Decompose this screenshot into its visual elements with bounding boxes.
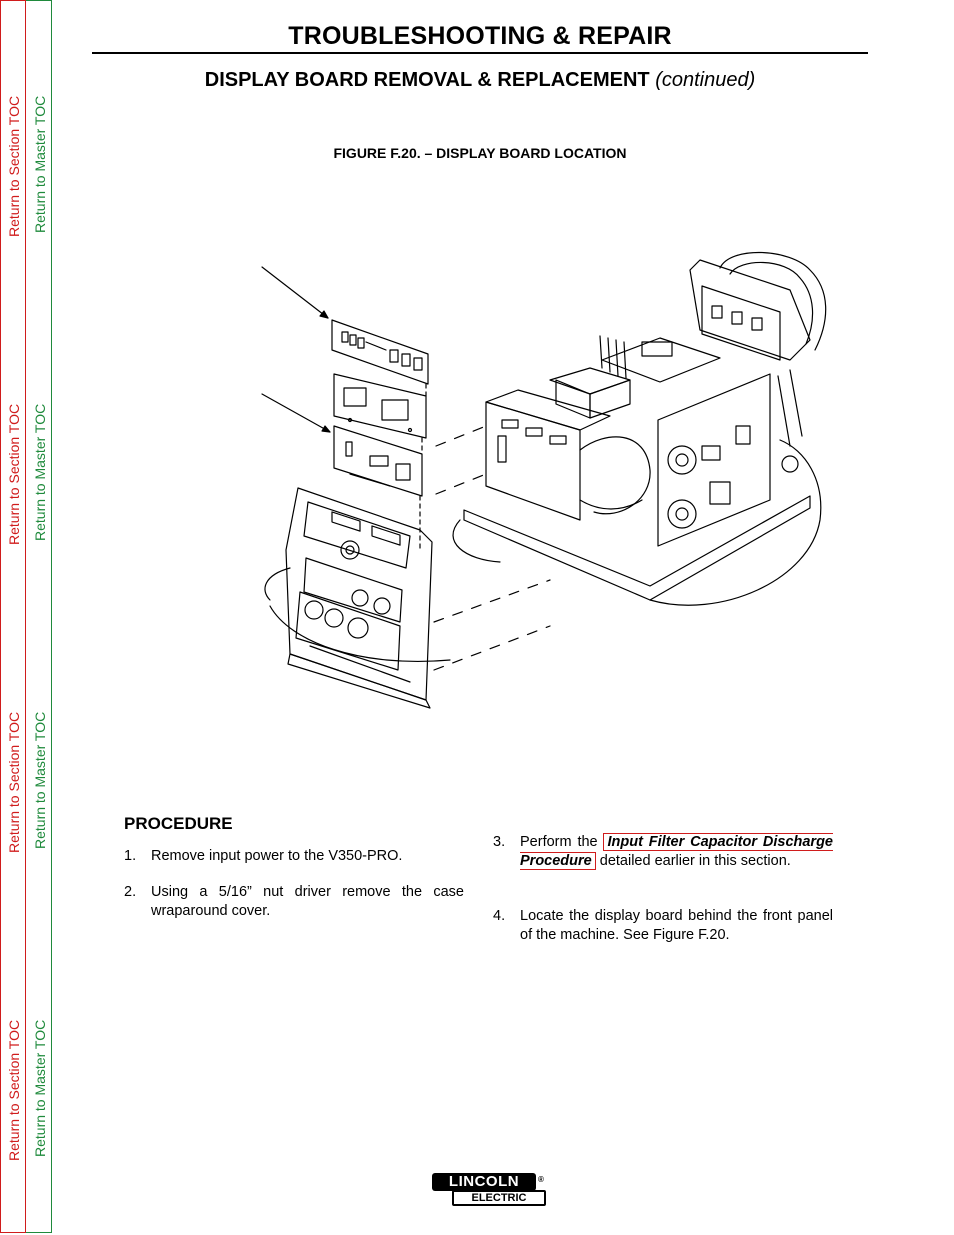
procedure-step-4: 4. Locate the display board behind the f…	[493, 907, 833, 947]
figure-caption: FIGURE F.20. – DISPLAY BOARD LOCATION	[333, 145, 627, 161]
step-number: 3.	[493, 834, 506, 850]
step-text-pre: Perform the	[520, 834, 604, 850]
section-title-text: DISPLAY BOARD REMOVAL & REPLACEMENT	[204, 69, 650, 91]
control-board-upper	[333, 373, 427, 439]
procedure-step-3: 3. Perform the Input Filter Capacitor Di…	[493, 833, 833, 891]
step-number: 1.	[124, 848, 137, 864]
return-to-master-toc-link[interactable]: Return to Master TOC	[32, 95, 48, 233]
display-board-location-figure	[261, 251, 827, 709]
step-text-post: detailed earlier in this section.	[595, 853, 791, 869]
return-to-master-toc-link[interactable]: Return to Master TOC	[32, 1019, 48, 1157]
logo-lincoln-text: LINCOLN	[432, 1173, 536, 1191]
page-header-title: TROUBLESHOOTING & REPAIR	[288, 22, 672, 50]
logo-electric-text: ELECTRIC	[452, 1190, 546, 1206]
input-filter-capacitor-discharge-link[interactable]: Input Filter Capacitor Discharge Procedu…	[520, 833, 833, 870]
section-title-suffix: (continued)	[655, 69, 756, 91]
lincoln-electric-logo: LINCOLN ELECTRIC ®	[432, 1173, 548, 1209]
procedure-heading: PROCEDURE	[124, 814, 233, 833]
return-to-section-toc-link[interactable]: Return to Section TOC	[6, 711, 22, 853]
return-to-master-toc-link[interactable]: Return to Master TOC	[32, 403, 48, 541]
callout-arrows	[261, 266, 331, 433]
step-text: Perform the Input Filter Capacitor Disch…	[520, 833, 833, 871]
step-number: 2.	[124, 884, 137, 900]
registered-mark: ®	[538, 1175, 544, 1184]
step-text: Locate the display board behind the fron…	[520, 908, 833, 943]
header-divider	[92, 52, 868, 54]
return-to-section-toc-link[interactable]: Return to Section TOC	[6, 403, 22, 545]
return-to-master-toc-link[interactable]: Return to Master TOC	[32, 711, 48, 849]
master-toc-strip	[26, 0, 52, 1233]
machine-body	[452, 251, 827, 606]
section-toc-strip	[0, 0, 26, 1233]
return-to-section-toc-link[interactable]: Return to Section TOC	[6, 1019, 22, 1161]
assembly-guides	[433, 425, 551, 671]
return-to-section-toc-link[interactable]: Return to Section TOC	[6, 95, 22, 237]
procedure-step-1: 1. Remove input power to the V350-PRO.	[124, 847, 464, 867]
control-board-lower	[333, 425, 423, 497]
section-title: DISPLAY BOARD REMOVAL & REPLACEMENT (con…	[92, 69, 868, 92]
display-board	[331, 319, 429, 385]
procedure-step-2: 2. Using a 5/16” nut driver remove the c…	[124, 883, 464, 923]
step-text: Using a 5/16” nut driver remove the case…	[151, 884, 464, 919]
step-text: Remove input power to the V350-PRO.	[151, 848, 403, 864]
front-panel	[264, 487, 451, 709]
step-number: 4.	[493, 908, 506, 924]
